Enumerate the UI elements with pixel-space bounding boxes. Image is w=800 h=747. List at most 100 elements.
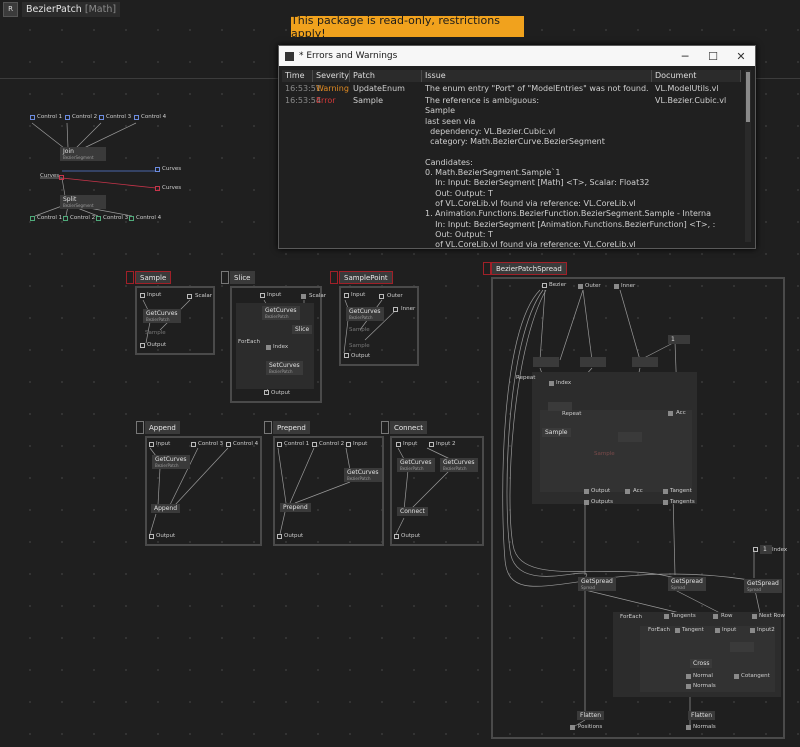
spread-getspread-3-node[interactable]: GetSpread Spread <box>744 579 782 593</box>
close-icon[interactable]: ✕ <box>736 49 746 63</box>
spread-inner-pin[interactable] <box>614 284 619 289</box>
spread-input-pin[interactable] <box>715 628 720 633</box>
sample-title[interactable]: Sample <box>135 271 172 284</box>
control-1-in-pin[interactable] <box>30 115 35 120</box>
errors-warnings-window[interactable]: * Errors and Warnings ─ ☐ ✕ Time Severit… <box>278 45 756 249</box>
spread-index-iobox[interactable]: 1 <box>760 545 772 554</box>
spread-node-a[interactable] <box>533 357 559 367</box>
spread-cotangent-pin[interactable] <box>734 674 739 679</box>
slice-scalar-pin[interactable] <box>301 294 306 299</box>
curves-out-blue-pin[interactable] <box>155 167 160 172</box>
samplepoint-ghost-1[interactable]: Sample <box>349 327 370 333</box>
spread-index-pin[interactable] <box>549 381 554 386</box>
append-getcurves-node[interactable]: GetCurves BezierPatch <box>152 455 190 469</box>
samplepoint-ghost-2[interactable]: Sample <box>349 343 370 349</box>
connect-input-2-pin[interactable] <box>429 442 434 447</box>
errors-scrollbar-thumb[interactable] <box>746 72 750 122</box>
table-row[interactable]: 16:53:51 Warning UpdateEnum The enum ent… <box>282 84 741 94</box>
patch-tab[interactable]: BezierPatch [Math] <box>22 1 121 17</box>
col-patch[interactable]: Patch <box>350 70 422 82</box>
samplepoint-output-pin[interactable] <box>344 353 349 358</box>
spread-outer-pin[interactable] <box>578 284 583 289</box>
spread-row-pin[interactable] <box>713 614 718 619</box>
spread-positions-pin[interactable] <box>570 725 575 730</box>
prepend-frame[interactable] <box>273 436 384 546</box>
spread-input2-pin[interactable] <box>750 628 755 633</box>
spread-tangents-1-pin[interactable] <box>663 500 668 505</box>
control-2-in-pin[interactable] <box>65 115 70 120</box>
spread-normal-pin[interactable] <box>686 674 691 679</box>
spread-flatten-1-node[interactable]: Flatten <box>577 711 604 720</box>
control-3-in-pin[interactable] <box>99 115 104 120</box>
sample-getcurves-node[interactable]: GetCurves BezierPatch <box>143 309 181 323</box>
join-node[interactable]: Join BezierSegment <box>60 147 106 161</box>
slice-title[interactable]: Slice <box>230 271 255 284</box>
slice-getcurves-node[interactable]: GetCurves BezierPatch <box>262 306 300 320</box>
connect-getcurves-2-node[interactable]: GetCurves BezierPatch <box>440 458 478 472</box>
spread-bezier-pin[interactable] <box>542 283 547 288</box>
connect-output-pin[interactable] <box>394 534 399 539</box>
append-append-node[interactable]: Append <box>151 504 181 513</box>
col-time[interactable]: Time <box>282 70 313 82</box>
sample-input-pin[interactable] <box>140 293 145 298</box>
prepend-prepend-node[interactable]: Prepend <box>280 503 311 512</box>
samplepoint-title[interactable]: SamplePoint <box>339 271 393 284</box>
connect-getcurves-1-node[interactable]: GetCurves BezierPatch <box>397 458 435 472</box>
spread-node-b[interactable] <box>580 357 606 367</box>
spread-normals-2-pin[interactable] <box>686 725 691 730</box>
slice-marker[interactable] <box>221 271 229 284</box>
col-document[interactable]: Document <box>652 70 741 82</box>
samplepoint-inner-pin[interactable] <box>393 307 398 312</box>
errors-scrollbar[interactable] <box>745 70 751 242</box>
col-severity[interactable]: Severity <box>313 70 350 82</box>
prepend-control-2-pin[interactable] <box>312 442 317 447</box>
control-1-out-pin[interactable] <box>30 216 35 221</box>
connect-title[interactable]: Connect <box>390 421 427 434</box>
sample-frame[interactable] <box>135 286 215 355</box>
spread-tangents-2-pin[interactable] <box>664 614 669 619</box>
spread-getspread-2-node[interactable]: GetSpread Spread <box>668 577 706 591</box>
append-control-4-pin[interactable] <box>226 442 231 447</box>
sample-scalar-pin[interactable] <box>187 294 192 299</box>
control-3-out-pin[interactable] <box>96 216 101 221</box>
control-4-in-pin[interactable] <box>134 115 139 120</box>
append-control-3-pin[interactable] <box>191 442 196 447</box>
slice-index-pin[interactable] <box>266 345 271 350</box>
slice-setcurves-node[interactable]: SetCurves BezierPatch <box>266 361 303 375</box>
spread-acc-2-pin[interactable] <box>625 489 630 494</box>
spread-index-iobox-pin[interactable] <box>753 547 758 552</box>
samplepoint-getcurves-node[interactable]: GetCurves BezierPatch <box>346 307 384 321</box>
slice-slice-node[interactable]: Slice <box>292 325 313 334</box>
spread-cross-node[interactable]: Cross <box>690 659 713 668</box>
prepend-output-pin[interactable] <box>277 534 282 539</box>
spread-title[interactable]: BezierPatchSpread <box>491 262 567 275</box>
spread-nextrow-pin[interactable] <box>752 614 757 619</box>
sample-output-pin[interactable] <box>140 343 145 348</box>
spread-one-iobox[interactable]: 1 <box>668 335 690 344</box>
spread-frame[interactable] <box>491 277 785 739</box>
minimize-icon[interactable]: ─ <box>681 49 689 63</box>
spread-marker[interactable] <box>483 262 491 275</box>
split-node[interactable]: Split BezierSegment <box>60 195 106 209</box>
curves-out-red-pin[interactable] <box>155 186 160 191</box>
samplepoint-marker[interactable] <box>330 271 338 284</box>
connect-input-pin[interactable] <box>396 442 401 447</box>
col-issue[interactable]: Issue <box>422 70 652 82</box>
samplepoint-frame[interactable] <box>339 286 419 366</box>
spread-output-pin[interactable] <box>584 489 589 494</box>
curves-pad[interactable] <box>59 175 64 180</box>
table-row[interactable]: 16:53:54 Error Sample The reference is a… <box>282 96 741 249</box>
errors-window-titlebar[interactable]: * Errors and Warnings ─ ☐ ✕ <box>279 46 755 66</box>
spread-node-d[interactable] <box>548 402 572 411</box>
connect-marker[interactable] <box>381 421 389 434</box>
sample-marker[interactable] <box>126 271 134 284</box>
spread-outputs-pin[interactable] <box>584 500 589 505</box>
connect-frame[interactable] <box>390 436 484 546</box>
maximize-icon[interactable]: ☐ <box>708 49 718 63</box>
prepend-getcurves-node[interactable]: GetCurves BezierPatch <box>344 468 382 482</box>
spread-acc-1-pin[interactable] <box>668 411 673 416</box>
prepend-input-pin[interactable] <box>346 442 351 447</box>
spread-tangent-pin[interactable] <box>663 489 668 494</box>
samplepoint-input-pin[interactable] <box>344 293 349 298</box>
slice-input-pin[interactable] <box>260 293 265 298</box>
